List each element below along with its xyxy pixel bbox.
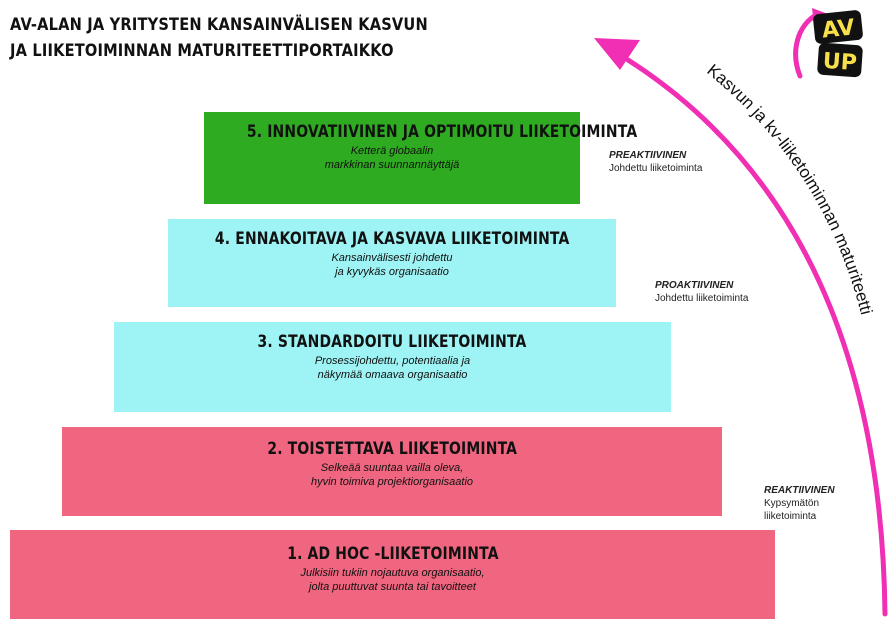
label-proaktiivinen: PROAKTIIVINEN Johdettu liiketoiminta — [655, 279, 748, 305]
logo-text-bottom: UP — [822, 49, 858, 76]
label-preaktiivinen: PREAKTIIVINEN Johdettu liiketoiminta — [609, 149, 702, 175]
step-2-box: 2. TOISTETTAVA LIIKETOIMINTA Selkeää suu… — [62, 427, 722, 516]
step-2-title: 2. TOISTETTAVA LIIKETOIMINTA — [267, 439, 517, 459]
label-preaktiivinen-heading: PREAKTIIVINEN — [609, 150, 687, 161]
label-reaktiivinen-heading: REAKTIIVINEN — [764, 485, 835, 496]
step-1-description: Julkisiin tukiin nojautuva organisaatio,… — [300, 567, 485, 593]
logo-text-top: AV — [821, 15, 856, 43]
step-5-box: 5. INNOVATIIVINEN JA OPTIMOITU LIIKETOIM… — [204, 112, 637, 204]
step-3-title: 3. STANDARDOITU LIIKETOIMINTA — [258, 332, 527, 352]
step-4-box: 4. ENNAKOITAVA JA KASVAVA LIIKETOIMINTA … — [168, 219, 616, 307]
logo-badge-top — [813, 10, 863, 44]
label-reaktiivinen-text: Kypsymätön liiketoiminta — [764, 498, 820, 522]
page-title: AV-ALAN JA YRITYSTEN KANSAINVÄLISEN KASV… — [10, 12, 428, 64]
label-preaktiivinen-text: Johdettu liiketoiminta — [609, 163, 703, 174]
logo-badge-bottom — [817, 42, 863, 78]
step-3-box: 3. STANDARDOITU LIIKETOIMINTA Prosessijo… — [114, 322, 671, 412]
label-proaktiivinen-heading: PROAKTIIVINEN — [655, 280, 734, 291]
step-1-box: 1. AD HOC -LIIKETOIMINTA Julkisiin tukii… — [10, 530, 775, 619]
page-title-line-1: AV-ALAN JA YRITYSTEN KANSAINVÄLISEN KASV… — [10, 15, 428, 35]
step-3-description: Prosessijohdettu, potentiaalia ja näkymä… — [314, 355, 471, 381]
step-4-description: Kansainvälisesti johdettu ja kyvykäs org… — [331, 252, 453, 278]
step-5-title: 5. INNOVATIIVINEN JA OPTIMOITU LIIKETOIM… — [246, 122, 638, 142]
label-proaktiivinen-text: Johdettu liiketoiminta — [655, 293, 749, 304]
label-reaktiivinen: REAKTIIVINEN Kypsymätön liiketoiminta — [764, 484, 835, 523]
step-5-description: Ketterä globaalin markkinan suunnannäytt… — [324, 145, 460, 171]
step-1-title: 1. AD HOC -LIIKETOIMINTA — [286, 544, 499, 564]
step-2-description: Selkeää suuntaa vailla oleva, hyvin toim… — [310, 462, 474, 488]
avup-logo: AV UP — [793, 8, 863, 79]
step-4-title: 4. ENNAKOITAVA JA KASVAVA LIIKETOIMINTA — [214, 229, 570, 249]
page-title-line-2: JA LIIKETOIMINNAN MATURITEETTIPORTAIKKO — [10, 41, 394, 61]
maturity-arrow-head — [594, 38, 640, 70]
logo-accent-arc — [793, 11, 821, 79]
